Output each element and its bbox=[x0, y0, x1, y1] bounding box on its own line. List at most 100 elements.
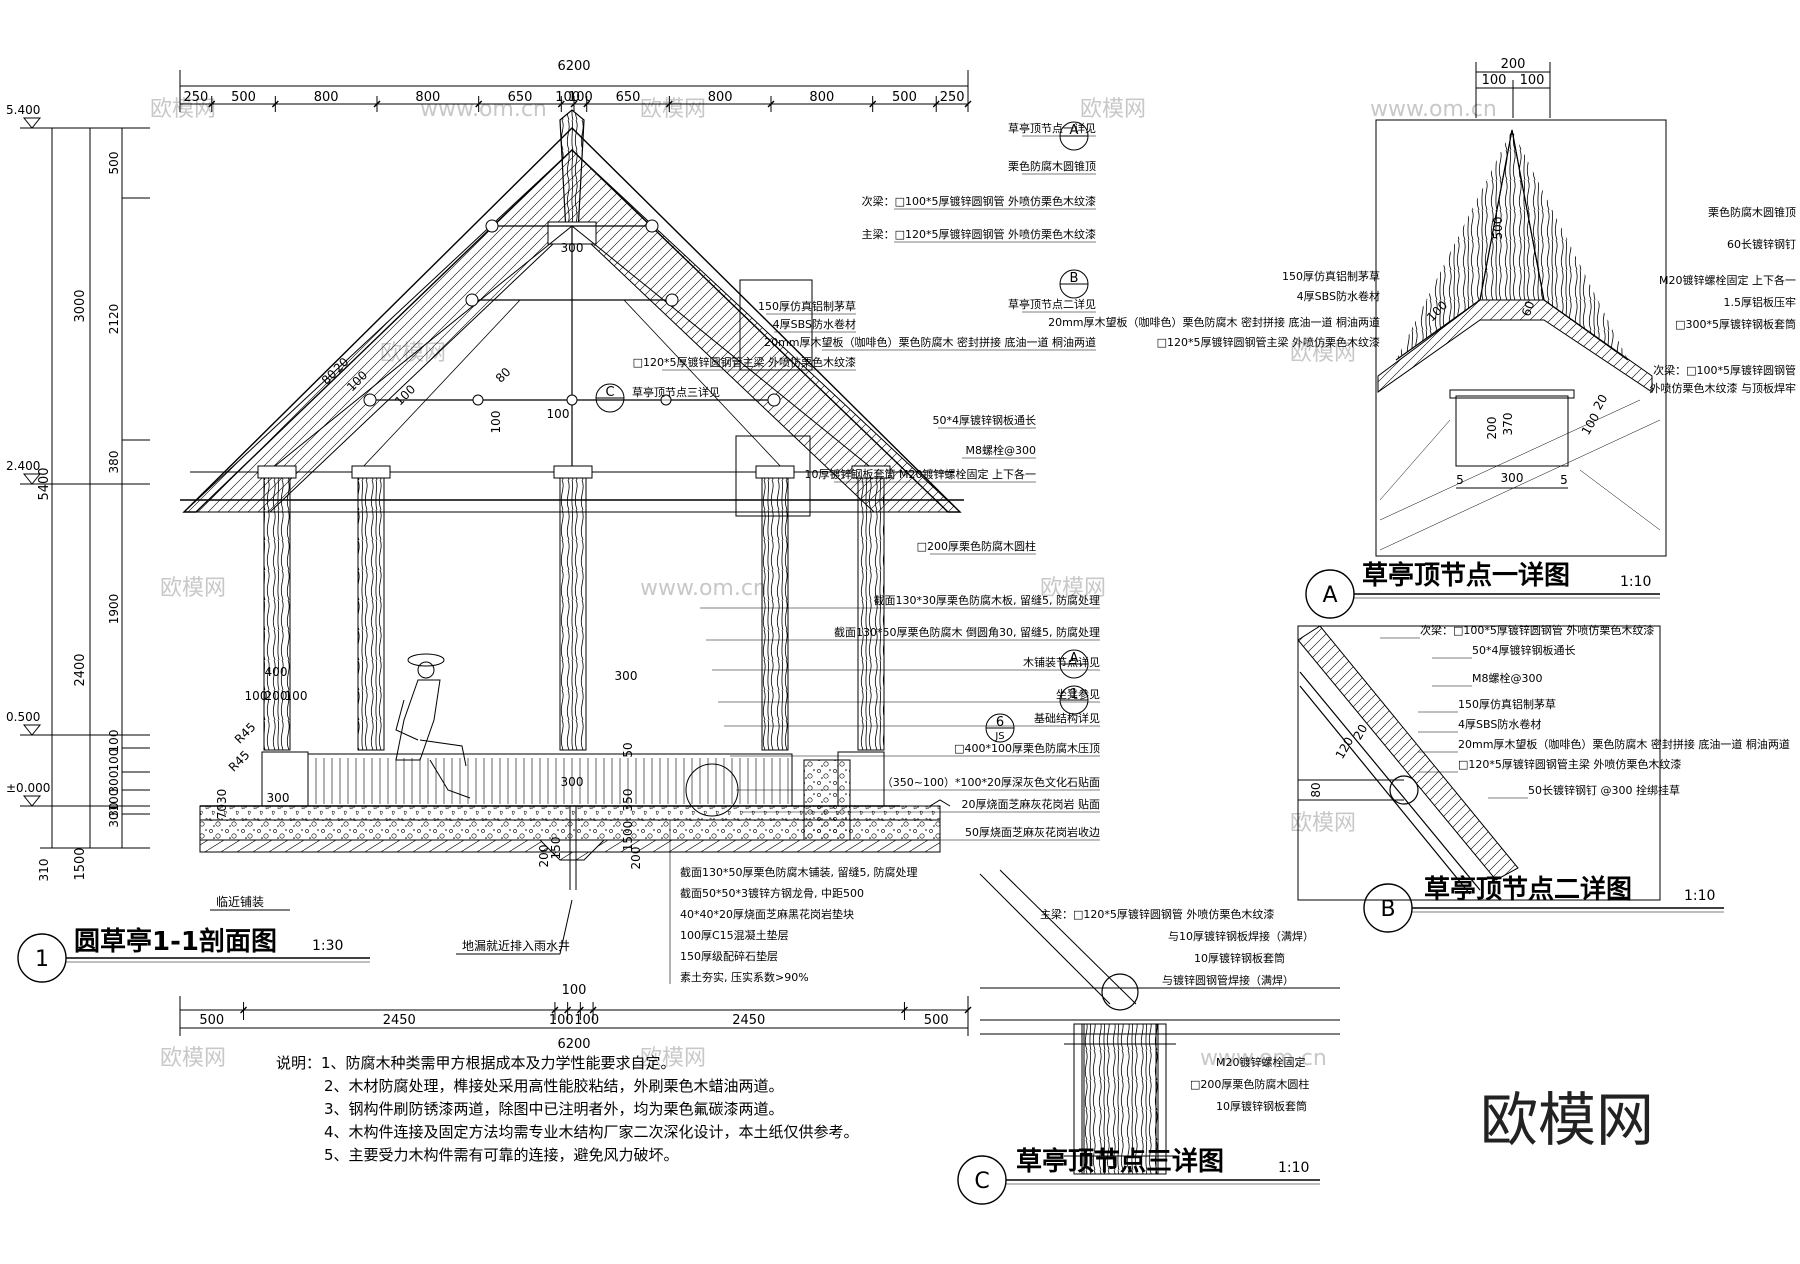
detail-a-label: 次梁：□100*5厚镀锌圆钢管 bbox=[1653, 363, 1796, 377]
human-scale-figure bbox=[395, 653, 471, 799]
inner-dim-label: 300 bbox=[615, 669, 638, 683]
callout-label: 20mm厚木望板（咖啡色）栗色防腐木 密封拼接 底油一道 桐油两道 bbox=[764, 335, 1096, 349]
material-label: 40*40*20厚烧面芝麻黑花岗岩垫块 bbox=[680, 907, 854, 921]
detail-c-label: 主梁：□120*5厚镀锌圆钢管 外喷仿栗色木纹漆 bbox=[1040, 907, 1274, 921]
detail-a-number: A bbox=[1322, 583, 1337, 608]
callout-label: 4厚SBS防水卷材 bbox=[773, 317, 856, 331]
watermark-text: 欧模网 bbox=[1040, 576, 1106, 601]
left-dim-label: 2120 bbox=[107, 304, 121, 335]
detail-a-dim: 20 bbox=[1591, 392, 1611, 412]
detail-c-label: 10厚镀锌钢板套筒 bbox=[1194, 951, 1285, 965]
detail-c-label: 10厚镀锌钢板套筒 bbox=[1216, 1099, 1307, 1113]
inner-dim-label: 100 bbox=[285, 689, 308, 703]
detail-c-label: □200厚栗色防腐木圆柱 bbox=[1190, 1077, 1309, 1091]
left-dim-label: 30 bbox=[107, 812, 121, 827]
detail-c-label: M20镀锌螺栓固定 bbox=[1216, 1055, 1306, 1069]
detail-a-label: 4厚SBS防水卷材 bbox=[1297, 289, 1380, 303]
detail-b-label: M8螺栓@300 bbox=[1472, 671, 1543, 685]
inner-dim-label: 200 bbox=[537, 845, 551, 868]
detail-b-dim: 80 bbox=[1309, 782, 1323, 797]
watermark-text: 欧模网 bbox=[150, 97, 216, 122]
detail-a-dim: 5 bbox=[1560, 473, 1568, 487]
detail-a-top-dims bbox=[1475, 62, 1551, 118]
detail-a-label: 1.5厚铝板压牢 bbox=[1724, 295, 1797, 309]
elevation-label: ±0.000 bbox=[6, 781, 50, 795]
inner-dim-label: 50 bbox=[621, 742, 635, 757]
detail-c-labels: 主梁：□120*5厚镀锌圆钢管 外喷仿栗色木纹漆与10厚镀锌钢板焊接（满焊）10… bbox=[1040, 907, 1314, 1113]
left-dim-label: 1900 bbox=[107, 594, 121, 625]
callout-label: 截面130*30厚栗色防腐木板, 留缝5, 防腐处理 bbox=[874, 593, 1100, 607]
left-dimension-chain bbox=[20, 127, 150, 849]
inner-dim-label: 80 bbox=[493, 365, 514, 386]
detail-c-scale: 1:10 bbox=[1278, 1160, 1309, 1176]
callout-label: □200厚栗色防腐木圆柱 bbox=[917, 539, 1036, 553]
left-dim-label: 2400 bbox=[73, 653, 88, 686]
callout-label: 草亭顶节点一详见 bbox=[1008, 121, 1096, 135]
top-dim-label: 100 bbox=[568, 90, 593, 105]
callout-marker: A bbox=[1070, 651, 1079, 666]
left-dim-label: 500 bbox=[107, 152, 121, 175]
left-dim-label: 100 bbox=[107, 789, 121, 812]
material-label: 100厚C15混凝土垫层 bbox=[680, 928, 789, 942]
detail-b-scale: 1:10 bbox=[1684, 888, 1715, 904]
callout-marker: C bbox=[605, 385, 614, 400]
bench-and-base bbox=[199, 751, 951, 890]
top-dim-label: 650 bbox=[508, 90, 533, 105]
bottom-dim-label: 500 bbox=[199, 1013, 224, 1028]
detail-a-dim: 100 bbox=[1482, 73, 1507, 88]
detail-a-top-total: 200 bbox=[1501, 57, 1526, 72]
detail-b-title: 草亭顶节点二详图 bbox=[1424, 874, 1632, 905]
inner-dim-label: R45 bbox=[232, 720, 259, 747]
callout-label: 草亭顶节点三详见 bbox=[632, 385, 720, 399]
left-dim-label: 300 bbox=[107, 771, 121, 794]
callout-marker: A bbox=[1070, 123, 1079, 138]
detail-b-label: 20mm厚木望板（咖啡色）栗色防腐木 密封拼接 底油一道 桐油两道 bbox=[1458, 737, 1790, 751]
material-label: 150厚级配碎石垫层 bbox=[680, 949, 778, 963]
callout-label: 150厚仿真铝制茅草 bbox=[758, 299, 856, 313]
detail-a-dim: 500 bbox=[1491, 217, 1505, 240]
detail-a-label: M20镀锌螺栓固定 上下各一 bbox=[1659, 273, 1796, 287]
callout-label: 木铺装节点详见 bbox=[1023, 655, 1100, 669]
callout-marker: 6 bbox=[996, 715, 1004, 730]
detail-a-label: 栗色防腐木圆锥顶 bbox=[1708, 205, 1796, 219]
top-dim-label: 250 bbox=[940, 90, 965, 105]
callout-label: 50厚烧面芝麻灰花岗岩收边 bbox=[965, 825, 1100, 839]
note-line: 2、木材防腐处理，榫接处采用高性能胶粘结，外刷栗色木蜡油两道。 bbox=[324, 1077, 784, 1095]
detail-c-drawing: 主梁：□120*5厚镀锌圆钢管 外喷仿栗色木纹漆与10厚镀锌钢板焊接（满焊）10… bbox=[957, 869, 1340, 1205]
callout-label: 50*4厚镀锌钢板通长 bbox=[933, 413, 1037, 427]
bottom-dim-label: 100 bbox=[562, 983, 587, 998]
detail-a-label: □120*5厚镀锌圆钢管主梁 外喷仿栗色木纹漆 bbox=[1157, 335, 1380, 349]
detail-b-label: 次梁：□100*5厚镀锌圆钢管 外喷仿栗色木纹漆 bbox=[1420, 623, 1654, 637]
callout-label: 主梁：□120*5厚镀锌圆钢管 外喷仿栗色木纹漆 bbox=[862, 227, 1096, 241]
material-label: 素土夯实, 压实系数>90% bbox=[680, 970, 809, 984]
watermark-text: 欧模网 bbox=[160, 576, 226, 601]
note-line: 4、木构件连接及固定方法均需专业木结构厂家二次深化设计，本土纸仅供参考。 bbox=[324, 1123, 859, 1141]
left-dim-label: 1500 bbox=[73, 847, 88, 880]
inner-dim-label: 7030 bbox=[215, 789, 229, 820]
inner-dim-label: 300 bbox=[561, 775, 584, 789]
main-view-title: 圆草亭1-1剖面图 bbox=[74, 926, 277, 957]
detail-b-label: 50长镀锌钢钉 @300 拴绑挂草 bbox=[1528, 783, 1680, 797]
detail-b-dim: 20 bbox=[1351, 722, 1371, 742]
inner-dim-label: R45 bbox=[226, 748, 253, 775]
left-dim-label: 30 bbox=[107, 802, 121, 817]
left-dim-label: 3000 bbox=[73, 289, 88, 322]
note-line: 3、钢构件刷防锈漆两道，除图中已注明者外，均为栗色氟碳漆两道。 bbox=[324, 1100, 784, 1118]
detail-a-dim: 100 bbox=[1579, 411, 1603, 438]
inner-dim-label: 100 bbox=[547, 407, 570, 421]
callout-label: 栗色防腐木圆锥顶 bbox=[1008, 159, 1096, 173]
left-dim-label: 310 bbox=[37, 859, 51, 882]
detail-b-dim: 120 bbox=[1333, 735, 1357, 762]
callout-marker: B bbox=[1070, 271, 1079, 286]
top-dim-label: 800 bbox=[415, 90, 440, 105]
detail-a-dim: 370 bbox=[1501, 413, 1515, 436]
pavilion-columns bbox=[257, 465, 891, 751]
detail-c-title: 草亭顶节点三详图 bbox=[1016, 1146, 1224, 1177]
watermark-text: 欧模网 bbox=[640, 97, 706, 122]
callout-label: （350~100）*100*20厚深灰色文化石贴面 bbox=[882, 775, 1100, 789]
